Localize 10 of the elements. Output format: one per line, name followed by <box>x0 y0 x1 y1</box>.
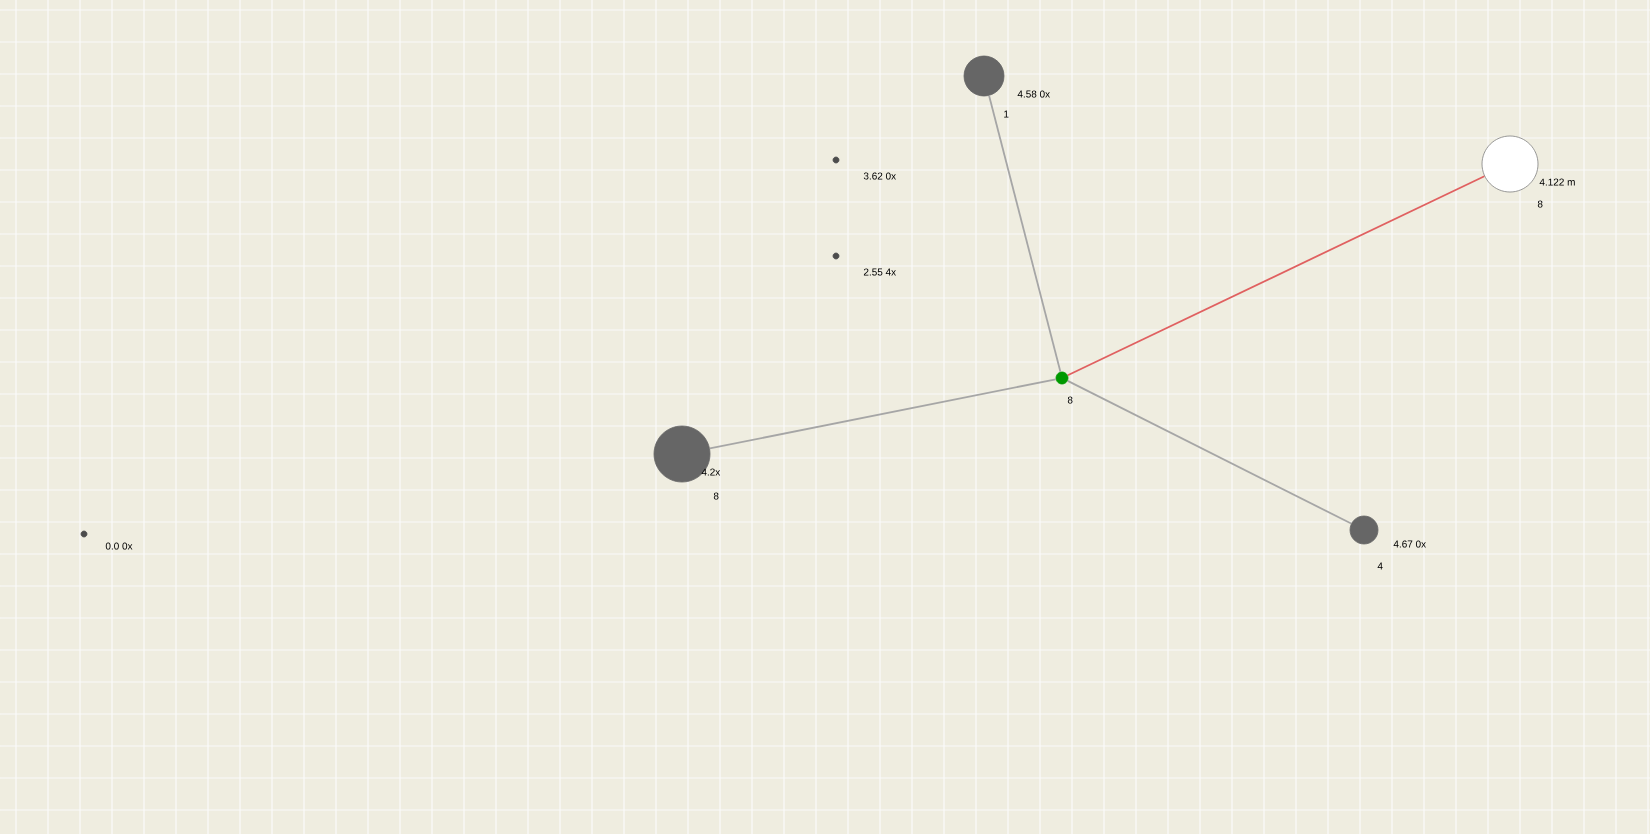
circle-marker <box>1481 135 1539 193</box>
connector-line <box>988 94 1062 373</box>
connector-line <box>1066 380 1353 525</box>
circle-marker <box>963 55 1005 97</box>
point-marker <box>80 530 88 538</box>
connector-line <box>1066 175 1486 377</box>
point-marker <box>832 252 840 260</box>
circle-marker <box>1349 515 1379 545</box>
point-marker <box>832 156 840 164</box>
connector-line <box>708 378 1057 450</box>
